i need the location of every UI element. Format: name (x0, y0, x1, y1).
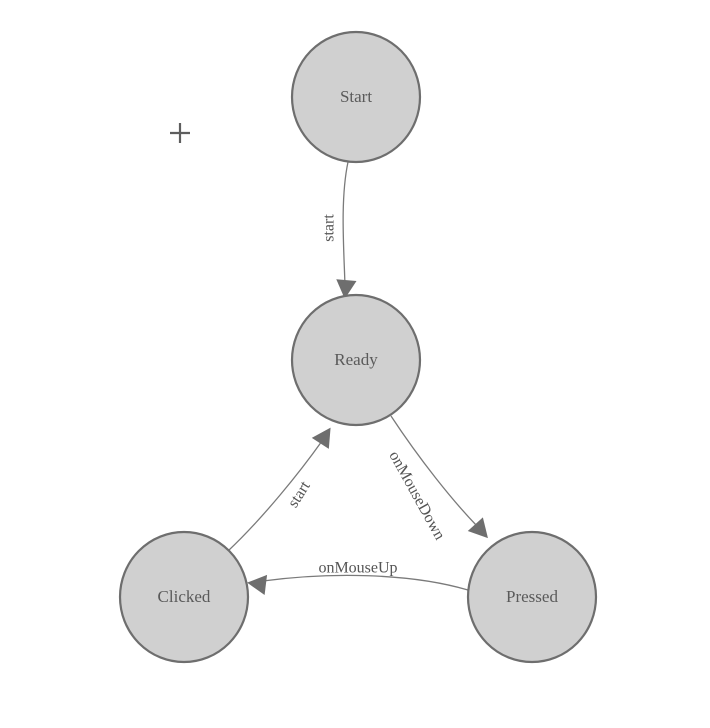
state-node-label: Start (340, 87, 372, 106)
edge-path[interactable] (262, 574, 469, 591)
state-node-label: Pressed (506, 587, 558, 606)
edge-label-pressed-to-clicked: onMouseUp (318, 560, 397, 577)
arrowhead-icon (467, 517, 488, 539)
edge-start-to-ready[interactable] (335, 161, 357, 300)
state-node-shape[interactable] (118, 530, 250, 664)
arrowhead-icon (247, 574, 268, 596)
nodes-layer: Start Ready Clicked Pressed (118, 30, 598, 664)
state-node-shape[interactable] (466, 530, 598, 664)
plus-marker (170, 123, 190, 143)
arrowhead-icon (336, 279, 357, 299)
edge-pressed-to-clicked[interactable] (246, 573, 469, 596)
edge-path[interactable] (390, 415, 478, 527)
edge-label-start-to-ready: start (321, 214, 338, 242)
state-node-pressed[interactable]: Pressed (466, 530, 598, 664)
edge-clicked-to-ready[interactable] (227, 422, 339, 552)
edge-label-ready-to-pressed: onMouseDown (385, 448, 448, 543)
edge-ready-to-pressed[interactable] (390, 415, 495, 545)
edge-path[interactable] (342, 161, 349, 287)
state-node-start[interactable]: Start (290, 30, 422, 164)
arrowhead-icon (311, 427, 331, 449)
edges-layer (227, 161, 495, 596)
state-node-label: Clicked (158, 587, 211, 606)
state-node-shape[interactable] (290, 30, 422, 164)
state-node-label: Ready (334, 350, 378, 369)
state-node-clicked[interactable]: Clicked (118, 530, 250, 664)
edge-path[interactable] (227, 440, 323, 552)
state-node-ready[interactable]: Ready (290, 293, 422, 427)
state-node-shape[interactable] (290, 293, 422, 427)
edge-label-clicked-to-ready: start (285, 478, 314, 511)
